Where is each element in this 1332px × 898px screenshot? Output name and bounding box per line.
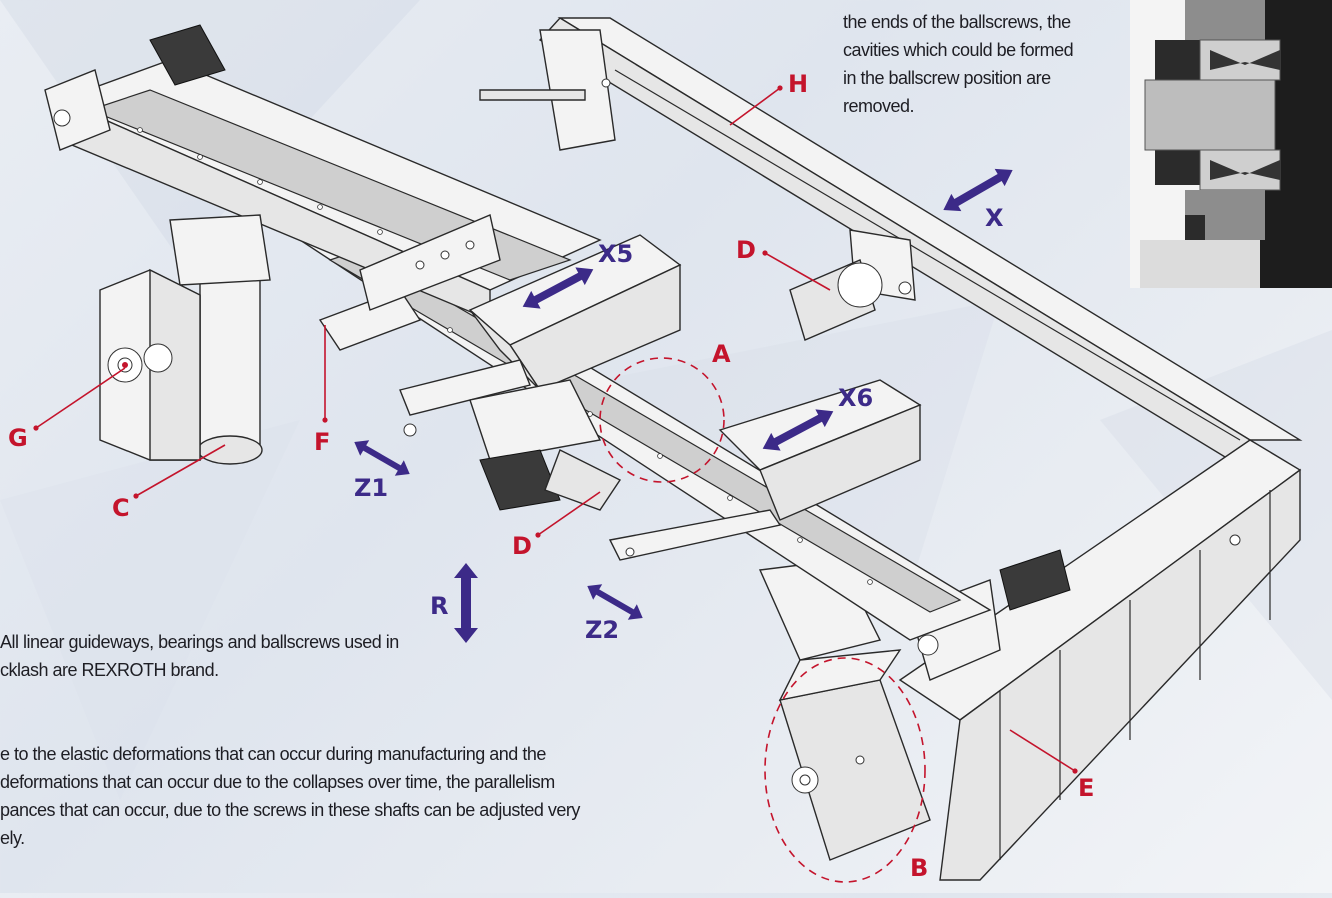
arrow-r — [454, 563, 478, 643]
left-block-g — [99, 268, 201, 461]
axis-label-x5: X5 — [598, 240, 633, 268]
axis-label-x6: X6 — [838, 384, 873, 412]
arrow-x5 — [522, 267, 594, 309]
detail-b-ellipse — [764, 657, 926, 883]
top-motor — [44, 24, 226, 151]
callout-g: G — [8, 424, 28, 452]
deformation-paragraph: e to the elastic deformations that can o… — [0, 744, 580, 848]
callout-f: F — [314, 428, 330, 456]
middle-motor — [469, 379, 622, 511]
callout-c: C — [112, 494, 130, 522]
callout-lines — [33, 85, 1078, 774]
upper-right-support — [479, 29, 616, 151]
left-column-c — [169, 214, 271, 465]
callout-a: A — [712, 340, 731, 368]
axis-label-x: X — [985, 204, 1004, 232]
callout-d-top: D — [736, 236, 756, 264]
arrow-x6 — [762, 409, 834, 451]
rexroth-paragraph: All linear guideways, bearings and balls… — [0, 632, 399, 680]
axis-label-z2: Z2 — [585, 616, 619, 644]
callout-b: B — [910, 854, 928, 882]
arrow-z2 — [587, 584, 643, 620]
section-inset — [1130, 0, 1332, 288]
callout-d-bottom: D — [512, 532, 532, 560]
arrow-z1 — [354, 440, 410, 476]
arrow-x — [943, 168, 1013, 212]
lower-block-b — [758, 559, 931, 861]
callout-h: H — [788, 70, 808, 98]
axis-label-z1: Z1 — [354, 474, 388, 502]
head-x5 — [399, 234, 682, 437]
right-motor-d — [789, 229, 916, 341]
callout-e: E — [1078, 774, 1094, 802]
carriage-f — [318, 214, 501, 351]
axis-label-r: R — [430, 592, 448, 620]
detail-a-ellipse — [599, 357, 725, 483]
ballscrew-paragraph: the ends of the ballscrews, the cavities… — [843, 12, 1074, 116]
